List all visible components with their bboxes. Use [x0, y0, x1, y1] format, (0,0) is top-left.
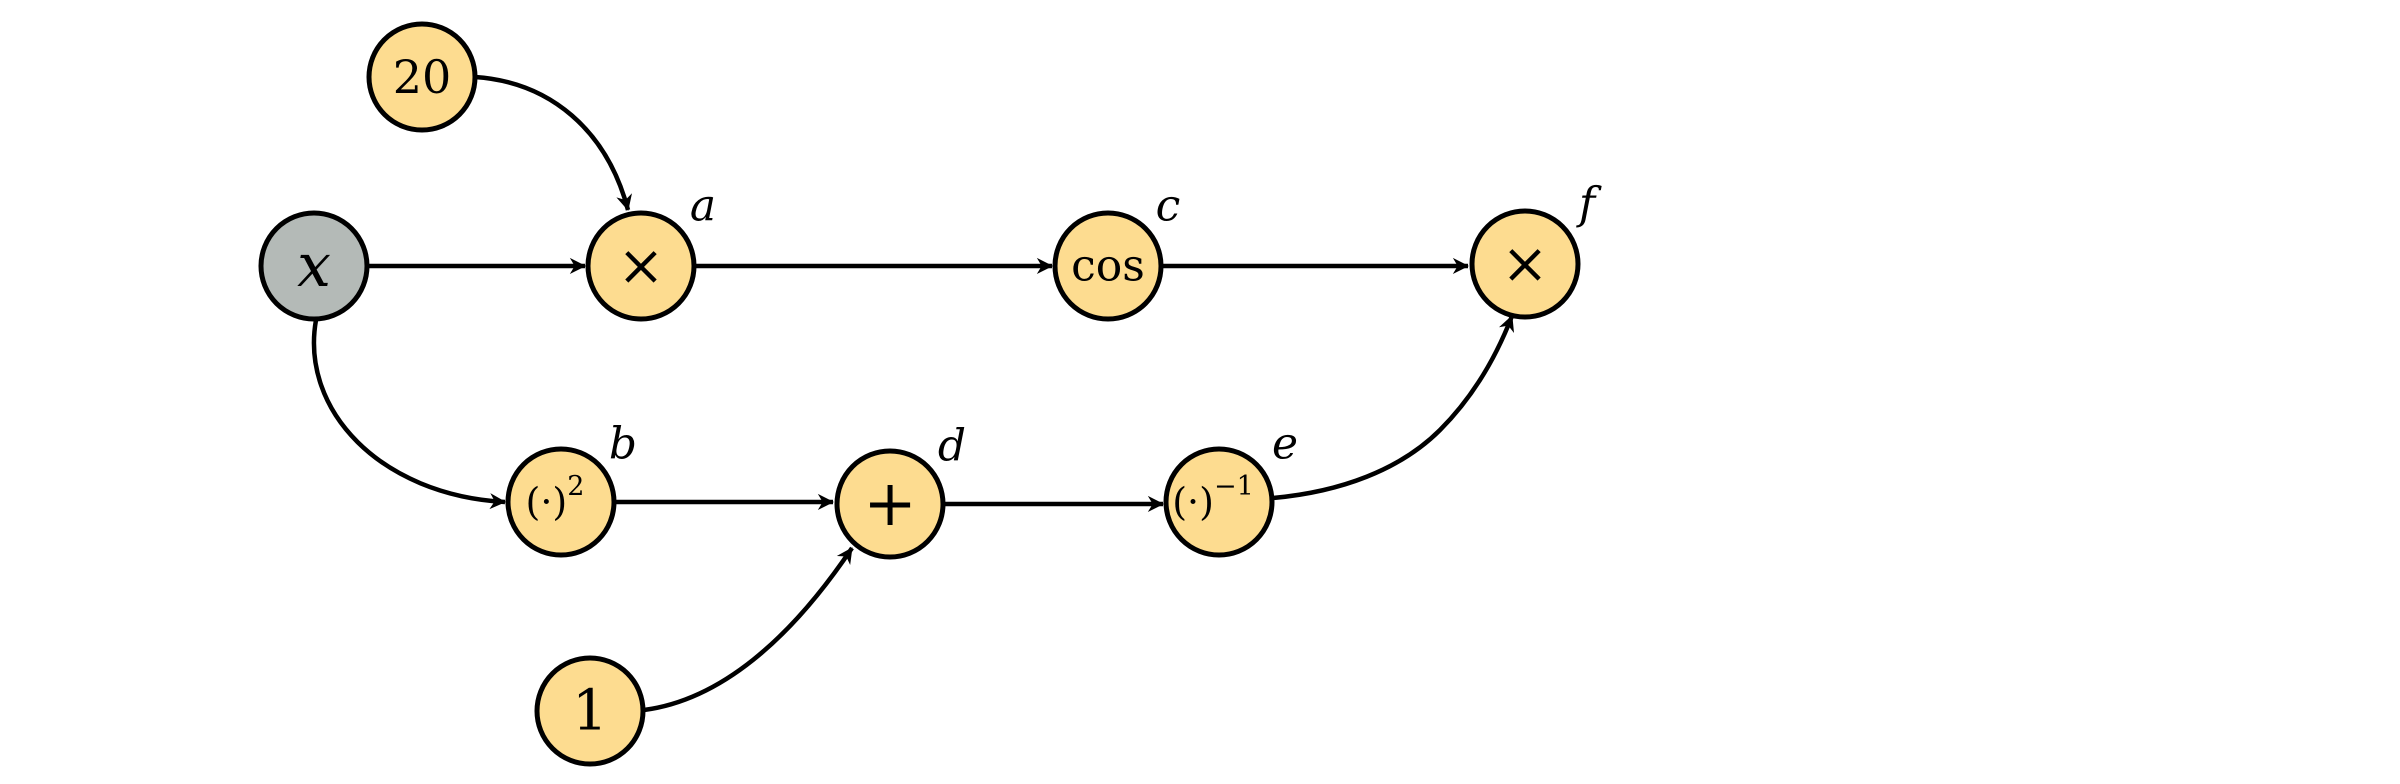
edge-e-f — [1272, 315, 1515, 501]
node-text-a: × — [618, 234, 665, 299]
var-label-a: a — [690, 181, 716, 232]
node-circle-d — [834, 448, 946, 560]
node-n1: 1 — [534, 655, 646, 767]
node-text-b: (·)2 — [526, 471, 585, 525]
node-circle-f — [1469, 208, 1581, 320]
node-d: +d — [834, 421, 966, 560]
node-circle-b — [505, 446, 617, 558]
node-circle-a — [585, 210, 697, 322]
node-n20: 20 — [366, 21, 478, 133]
node-circle-e — [1163, 446, 1275, 558]
node-a: ×a — [585, 181, 716, 322]
node-circle-n20 — [366, 21, 478, 133]
node-text-x: x — [297, 231, 331, 301]
var-label-c: c — [1156, 181, 1181, 232]
var-label-b: b — [609, 419, 637, 470]
edge-x-b — [311, 319, 506, 510]
var-label-f: f — [1576, 179, 1602, 230]
node-text-n1: 1 — [572, 679, 608, 744]
node-e: (·)−1e — [1163, 419, 1298, 558]
edge-n20-a — [474, 74, 632, 211]
node-text-n20: 20 — [393, 50, 452, 104]
edge-n1-d — [643, 546, 854, 713]
node-f: ×f — [1469, 179, 1602, 320]
var-label-e: e — [1272, 419, 1298, 470]
node-circle-c — [1052, 210, 1164, 322]
node-x: x — [258, 210, 370, 322]
node-circle-n1 — [534, 655, 646, 767]
node-text-d: + — [863, 467, 917, 541]
node-b: (·)2 b — [505, 419, 637, 558]
node-circle-x — [258, 210, 370, 322]
var-label-d: d — [938, 421, 966, 472]
node-text-f: × — [1502, 232, 1549, 297]
edges-layer — [311, 74, 1515, 713]
node-text-c: cos — [1071, 241, 1145, 292]
